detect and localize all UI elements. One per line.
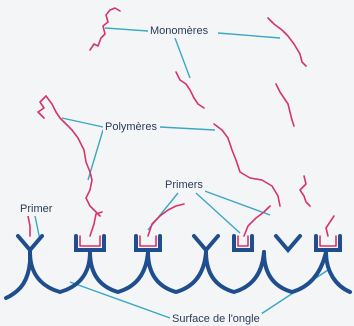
nail-receptor bbox=[194, 236, 218, 250]
leader-monomer-2 bbox=[218, 33, 280, 38]
label-nail-surface: Surface de l'ongle bbox=[170, 313, 262, 326]
leader-primers-3 bbox=[202, 190, 270, 215]
primer-tail bbox=[326, 216, 334, 236]
monomer-chain bbox=[276, 84, 294, 126]
label-primers: Primers bbox=[163, 179, 205, 192]
monomer-chain bbox=[300, 176, 310, 206]
polymer-chain bbox=[214, 124, 280, 206]
leader-monomer-3 bbox=[175, 38, 190, 78]
primer-anchor bbox=[238, 236, 248, 246]
nail-receptor bbox=[276, 236, 300, 250]
nail-cell bbox=[264, 252, 326, 292]
primer-anchor bbox=[320, 236, 336, 246]
label-monomers: Monomères bbox=[148, 25, 210, 38]
nail-cell-edge-right bbox=[326, 252, 350, 292]
nail-cell bbox=[148, 252, 206, 292]
primer-tail bbox=[28, 216, 30, 236]
label-primer: Primer bbox=[18, 203, 54, 216]
nail-surface bbox=[6, 236, 350, 298]
monomer-chain bbox=[268, 18, 306, 66]
leader-polymer-3 bbox=[160, 127, 215, 130]
nail-primer-cup bbox=[234, 236, 252, 250]
nail-cell-edge-left bbox=[6, 252, 30, 298]
nail-cell bbox=[206, 252, 264, 292]
leader-primers-2 bbox=[196, 193, 240, 233]
leader-monomer-1 bbox=[105, 28, 148, 31]
molecules bbox=[28, 8, 336, 246]
leader-surface-1 bbox=[70, 282, 170, 318]
polymer-branch bbox=[38, 96, 46, 118]
nail-receptor bbox=[18, 236, 42, 250]
leader-lines bbox=[35, 28, 328, 318]
primer-anchor bbox=[140, 236, 156, 246]
primer-anchor bbox=[80, 236, 100, 246]
label-polymers: Polymères bbox=[103, 121, 159, 134]
polymer-chain bbox=[46, 96, 100, 216]
nail-cell bbox=[90, 252, 148, 292]
